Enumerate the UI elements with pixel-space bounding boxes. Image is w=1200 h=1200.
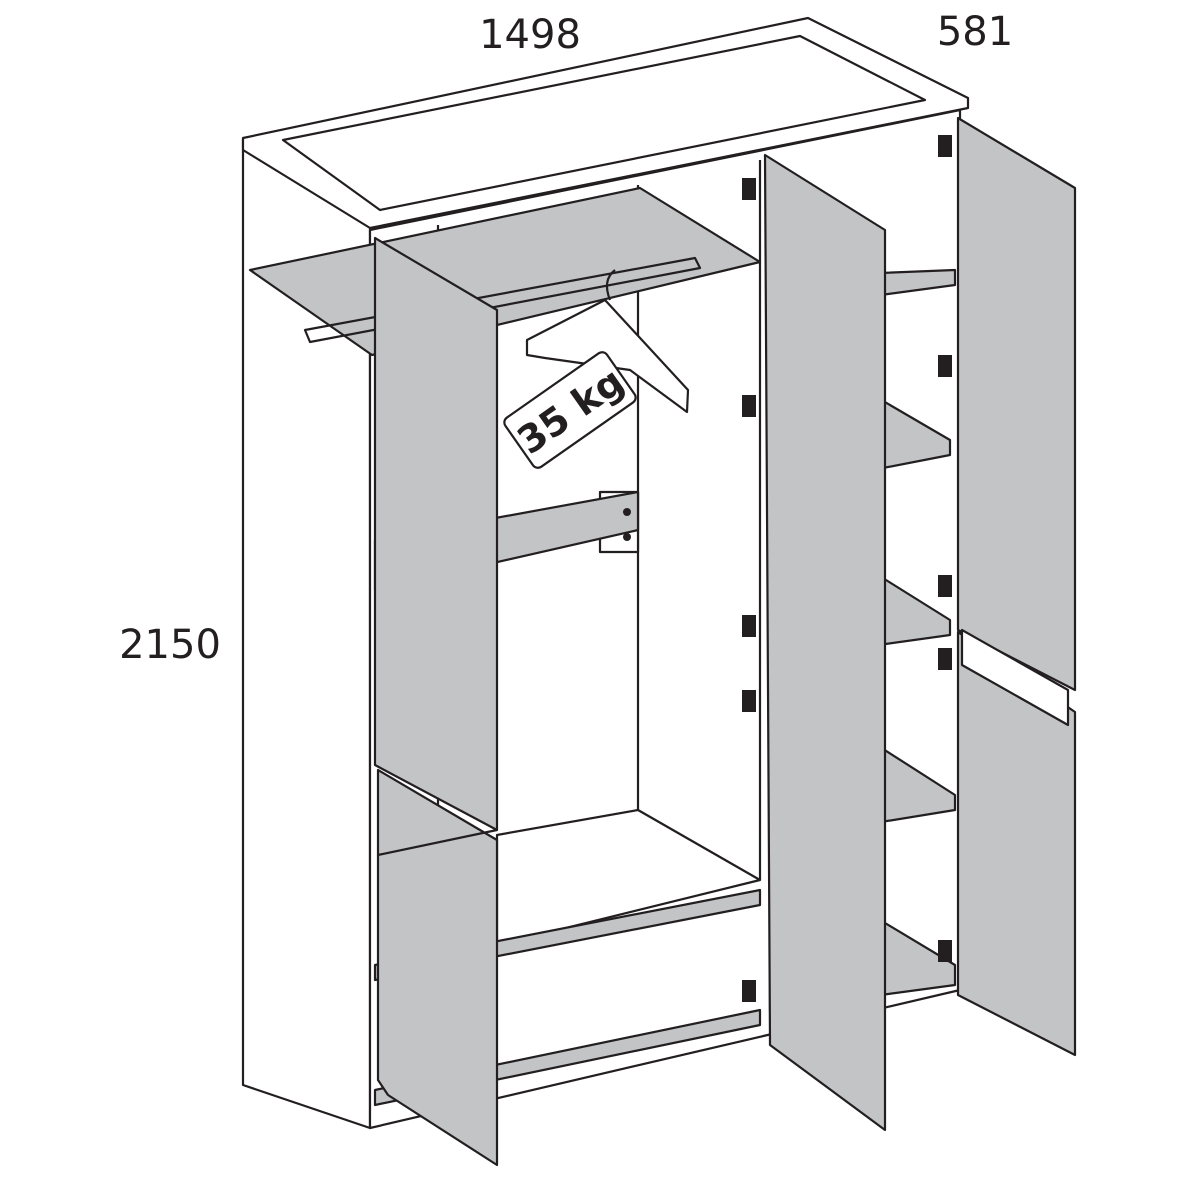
hinge-icon: [938, 940, 952, 962]
left-door-shelf-line: [377, 828, 498, 857]
left-door: [373, 236, 499, 832]
middle-door: [763, 153, 887, 1132]
hinges: [742, 135, 952, 1002]
hinge-icon: [938, 355, 952, 377]
width-dimension: 1498: [479, 12, 581, 58]
hinge-icon: [742, 690, 756, 712]
hinge-icon: [742, 178, 756, 200]
right-door-strip: [960, 628, 1070, 727]
height-dimension: 2150: [119, 622, 221, 668]
top-inset: [281, 34, 927, 212]
hinge-icon: [742, 615, 756, 637]
hinge-icon: [938, 135, 952, 157]
left-door-lower: [376, 768, 499, 1167]
top-panel: [241, 16, 970, 230]
bracket-screw: [623, 533, 631, 541]
hinge-icon: [742, 395, 756, 417]
right-door: [956, 116, 1077, 692]
hanging-rail: [303, 256, 702, 344]
depth-dimension: 581: [937, 9, 1013, 55]
hinge-icon: [938, 648, 952, 670]
bracket-screw: [623, 508, 631, 516]
hinge-icon: [938, 575, 952, 597]
hinge-icon: [742, 980, 756, 1002]
